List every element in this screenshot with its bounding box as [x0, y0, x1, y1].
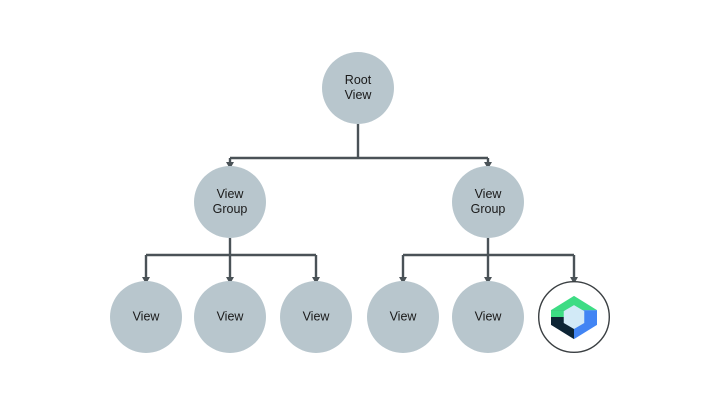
connector-group-root	[225, 124, 493, 169]
node-view-1[interactable]: View	[110, 281, 182, 353]
connector-group-group-right	[398, 238, 579, 284]
node-circle	[194, 281, 266, 353]
node-circle	[367, 281, 439, 353]
node-view-3[interactable]: View	[280, 281, 352, 353]
node-view-5[interactable]: View	[452, 281, 524, 353]
connector-group-group-left	[141, 238, 321, 284]
node-circle	[452, 166, 524, 238]
node-circle	[452, 281, 524, 353]
node-circle	[110, 281, 182, 353]
node-circle	[322, 52, 394, 124]
connector-layer	[141, 124, 579, 284]
node-view-4[interactable]: View	[367, 281, 439, 353]
node-compose-node[interactable]	[538, 281, 611, 354]
node-circle	[280, 281, 352, 353]
node-circle	[194, 166, 266, 238]
node-view-2[interactable]: View	[194, 281, 266, 353]
jetpack-compose-icon	[551, 295, 597, 340]
